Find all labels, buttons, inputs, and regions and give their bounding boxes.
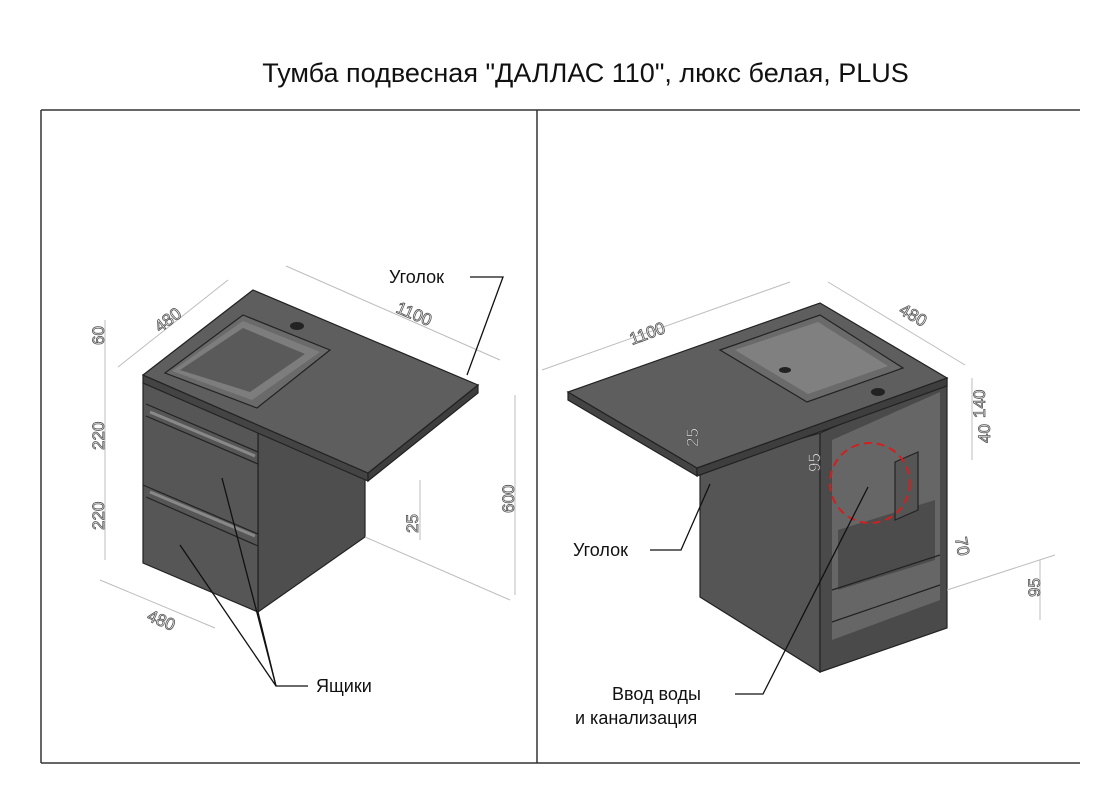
dim-95: 95 — [1025, 578, 1044, 597]
label-drawers: Ящики — [316, 676, 372, 696]
dim-depth-top: 480 — [151, 304, 185, 336]
dim-side-95: 95 — [805, 453, 824, 472]
label-water-inlet-2: и канализация — [575, 708, 697, 728]
dimension-lines-left — [99, 265, 516, 629]
right-cabinet: 1100 480 25 95 140 40 70 95 Уголок Ввод … — [541, 281, 1056, 728]
dim-70: 70 — [951, 535, 973, 557]
faucet-hole-icon — [871, 388, 885, 396]
label-corner: Уголок — [389, 267, 444, 287]
dim-width-top: 1100 — [627, 318, 668, 348]
label-water-inlet-1: Ввод воды — [612, 684, 701, 704]
dim-40: 40 — [975, 424, 994, 443]
faucet-hole-icon — [290, 322, 304, 330]
drawers — [142, 403, 259, 547]
label-corner: Уголок — [573, 540, 628, 560]
dim-top-thickness: 25 — [683, 428, 702, 447]
drain-icon — [779, 367, 791, 373]
left-cabinet: 1100 480 60 220 220 480 600 25 Уголок Ящ… — [89, 265, 518, 696]
panel-frames — [40, 109, 1080, 764]
sink — [163, 314, 332, 409]
page-title: Тумба подвесная "ДАЛЛАС 110", люкс белая… — [262, 58, 909, 88]
dim-total-height: 600 — [499, 485, 518, 513]
dim-drawer-2: 220 — [89, 502, 108, 530]
dim-top-height: 60 — [89, 326, 108, 345]
dim-140: 140 — [970, 390, 989, 418]
dim-top-thickness: 25 — [403, 514, 422, 533]
dim-width-top: 1100 — [393, 298, 434, 330]
callouts-left: Уголок Ящики — [179, 267, 504, 696]
callouts-right: Уголок Ввод воды и канализация — [573, 483, 869, 728]
dim-drawer-1: 220 — [89, 422, 108, 450]
sink-right — [718, 314, 905, 403]
dimension-lines-right — [541, 281, 1056, 620]
water-inlet-highlight — [829, 442, 911, 524]
